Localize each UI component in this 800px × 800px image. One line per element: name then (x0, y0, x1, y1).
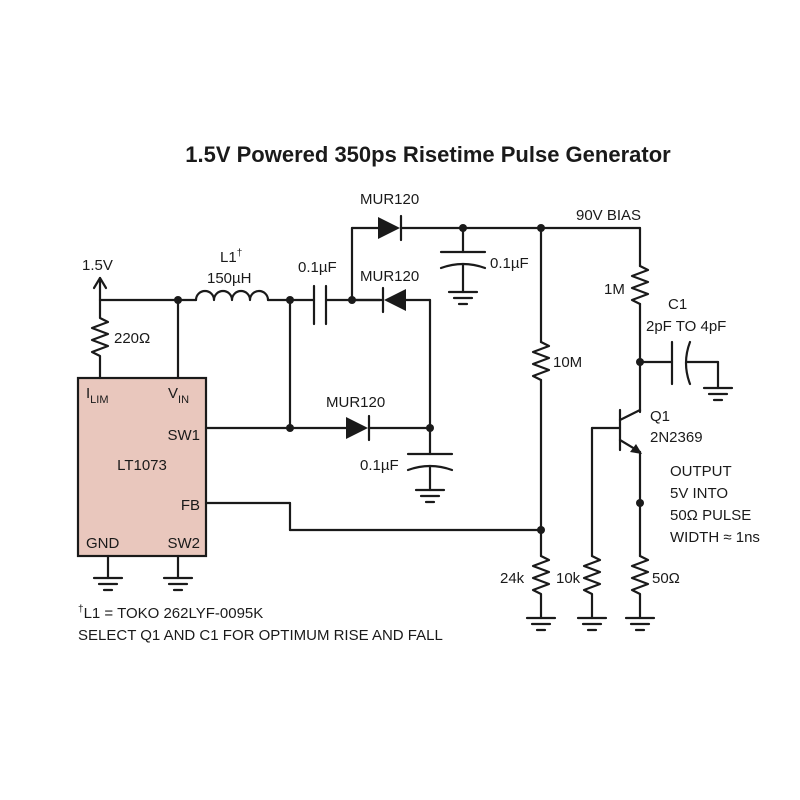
ground-icon (576, 616, 608, 632)
resistor-10m (531, 340, 551, 382)
note-select: SELECT Q1 AND C1 FOR OPTIMUM RISE AND FA… (78, 627, 443, 644)
diode-low (346, 417, 368, 439)
label-220: 220Ω (114, 330, 150, 347)
label-bias: 90V BIAS (576, 207, 641, 224)
label-q1-part: 2N2369 (650, 429, 703, 446)
label-10k: 10k (556, 570, 581, 587)
ground-icon (92, 576, 124, 592)
inductor-l1 (194, 289, 270, 302)
ground-icon (414, 488, 446, 504)
label-24k: 24k (500, 570, 525, 587)
output-line-2: 5V INTO (670, 485, 728, 502)
ground-icon (702, 386, 734, 402)
resistor-1m (630, 264, 650, 306)
label-c-top: 0.1µF (490, 255, 529, 272)
label-mur-top: MUR120 (360, 191, 419, 208)
label-mur-low: MUR120 (326, 394, 385, 411)
pin-vin: VIN (168, 385, 189, 406)
lt1073-ic (76, 376, 208, 558)
pin-gnd: GND (86, 535, 120, 552)
ground-icon (447, 290, 479, 306)
output-line-4: WIDTH ≈ 1ns (670, 529, 760, 546)
resistor-10k (582, 554, 602, 620)
label-l1: L1† (220, 248, 242, 266)
diagram-title: 1.5V Powered 350ps Risetime Pulse Genera… (185, 142, 671, 167)
label-c-low: 0.1µF (360, 457, 399, 474)
emitter-arrow-icon (630, 444, 642, 454)
label-q1: Q1 (650, 408, 670, 425)
label-mur-mid: MUR120 (360, 268, 419, 285)
junction-output (636, 499, 644, 507)
pin-fb: FB (181, 497, 200, 514)
label-c-series: 0.1µF (298, 259, 337, 276)
ic-name: LT1073 (117, 457, 167, 474)
diode-top (378, 217, 400, 239)
ground-icon (162, 576, 194, 592)
resistor-220 (90, 298, 110, 380)
label-c1-value: 2pF TO 4pF (646, 318, 726, 335)
diode-mid (384, 289, 406, 311)
pin-sw1: SW1 (167, 427, 200, 444)
pin-sw2: SW2 (167, 535, 200, 552)
junction-vin (174, 296, 182, 304)
label-50: 50Ω (652, 570, 680, 587)
junction-sw1 (286, 424, 294, 432)
note-l1: †L1 = TOKO 262LYF-0095K (78, 604, 263, 622)
transistor-q1-collector (618, 408, 642, 422)
label-c1: C1 (668, 296, 687, 313)
output-line-1: OUTPUT (670, 463, 732, 480)
output-line-3: 50Ω PULSE (670, 507, 751, 524)
label-150uh: 150µH (207, 270, 252, 287)
label-10m: 10M (553, 354, 582, 371)
label-1m: 1M (604, 281, 625, 298)
ground-icon (525, 616, 557, 632)
label-1-5v: 1.5V (82, 257, 113, 274)
resistor-50 (630, 554, 650, 620)
ground-icon (624, 616, 656, 632)
resistor-24k (531, 554, 551, 620)
pin-ilim: ILIM (86, 385, 109, 406)
